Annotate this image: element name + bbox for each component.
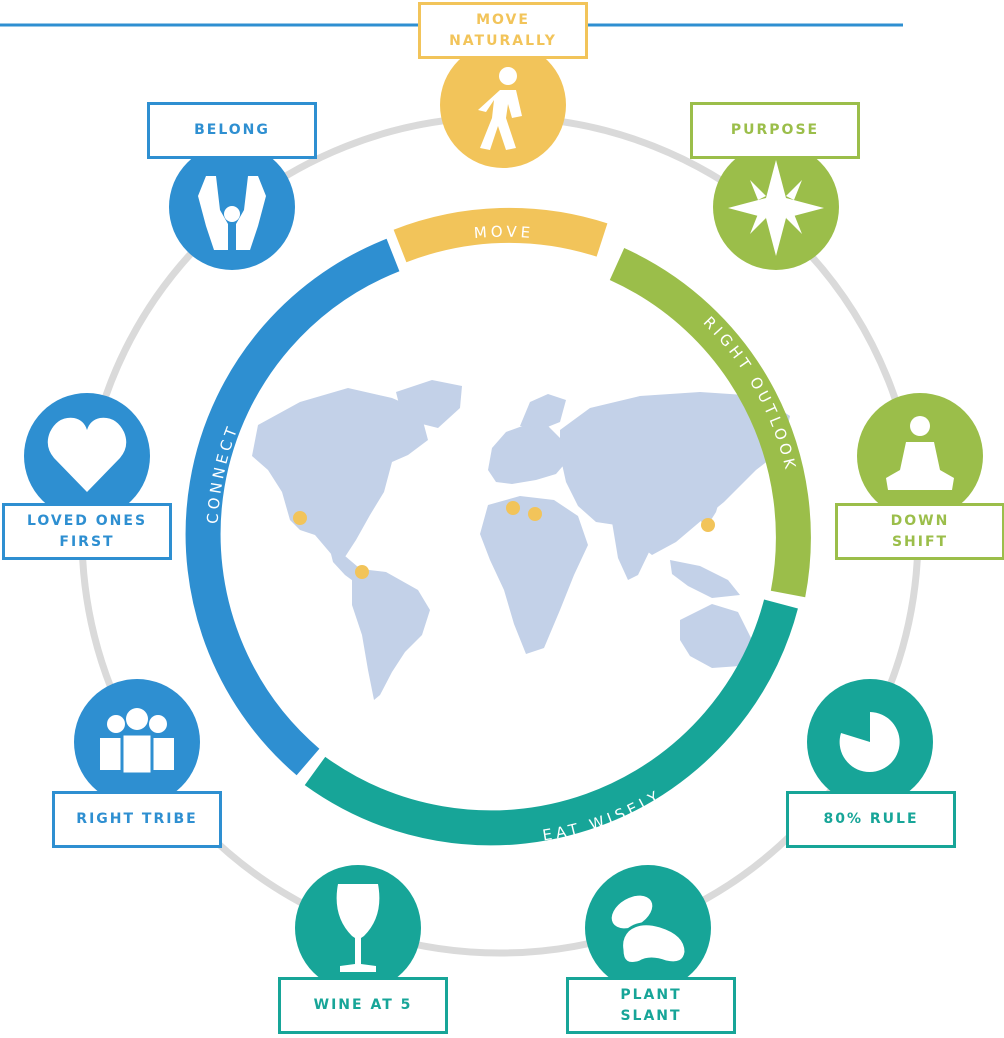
africa-shape — [480, 496, 588, 654]
right-tribe-label: RIGHT TRIBE — [52, 791, 222, 848]
move-naturally-label: MOVE NATURALLY — [418, 2, 588, 59]
scandinavia-shape — [520, 394, 566, 428]
blue-zone-markers — [293, 501, 715, 579]
down-shift-line1: DOWN — [890, 512, 950, 529]
japan-shape — [700, 475, 722, 528]
marker-ikaria — [528, 507, 542, 521]
marker-sardinia — [506, 501, 520, 515]
india-shape — [612, 522, 652, 580]
connect-segment — [185, 238, 400, 776]
plant-slant-line2: SLANT — [620, 1007, 682, 1024]
belong-line1: BELONG — [194, 122, 270, 138]
move-naturally-line1: MOVE — [476, 11, 530, 28]
greenland-shape — [396, 380, 462, 428]
marker-okinawa — [701, 518, 715, 532]
australia-shape — [680, 604, 752, 668]
wine-glass-icon — [336, 884, 380, 972]
loved-ones-first-line2: FIRST — [59, 533, 115, 550]
asia-shape — [560, 392, 790, 555]
plant-slant-label: PLANT SLANT — [566, 977, 736, 1034]
europe-shape — [488, 424, 568, 484]
wine-at-5-line1: WINE AT 5 — [313, 997, 413, 1013]
down-shift-label: DOWN SHIFT — [835, 503, 1004, 560]
pie-80-icon — [839, 712, 900, 772]
loved-ones-first-label: LOVED ONES FIRST — [2, 503, 172, 560]
loved-ones-first-line1: LOVED ONES — [26, 512, 148, 529]
beans-icon — [611, 895, 688, 965]
group-icon — [100, 708, 174, 776]
move-category-label: MOVE — [473, 223, 535, 243]
north-america-shape — [252, 388, 428, 560]
marker-loma-linda — [293, 511, 307, 525]
heart-icon — [47, 417, 127, 492]
open-hands-icon — [198, 176, 266, 250]
eat-wisely-segment — [304, 599, 798, 846]
down-shift-line2: SHIFT — [891, 533, 949, 550]
move-segment — [393, 207, 608, 263]
walking-person-icon — [478, 67, 522, 150]
meditation-icon — [886, 416, 954, 490]
se-asia-shape — [670, 560, 740, 598]
right-tribe-line1: RIGHT TRIBE — [76, 811, 198, 827]
80-rule-label: 80% RULE — [786, 791, 956, 848]
purpose-label: PURPOSE — [690, 102, 860, 159]
belong-label: BELONG — [147, 102, 317, 159]
wine-at-5-label: WINE AT 5 — [278, 977, 448, 1034]
compass-star-icon — [728, 160, 824, 256]
plant-slant-line1: PLANT — [620, 986, 682, 1003]
right-outlook-segment — [609, 248, 811, 598]
world-map — [252, 380, 790, 700]
south-america-shape — [352, 568, 430, 700]
80-rule-line1: 80% RULE — [823, 811, 919, 827]
marker-nicoya — [355, 565, 369, 579]
purpose-line1: PURPOSE — [730, 122, 820, 138]
move-naturally-line2: NATURALLY — [449, 32, 557, 49]
